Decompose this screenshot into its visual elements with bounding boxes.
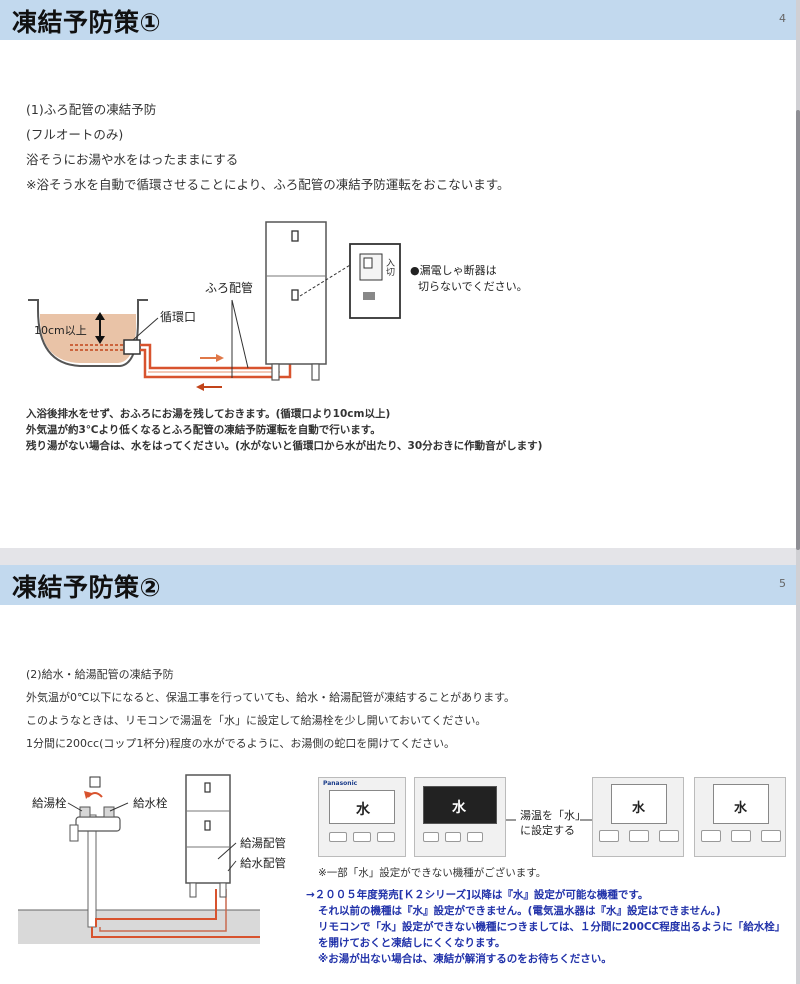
remote-button bbox=[353, 832, 371, 842]
blue-note: リモコンで「水」設定ができない機種につきましては、１分間に200CC程度出るよう… bbox=[318, 921, 786, 933]
remote-controller-image: 水 bbox=[694, 777, 786, 857]
bath-pipe-diagram bbox=[28, 221, 401, 391]
body-text: 浴そうにお湯や水をはったままにする bbox=[26, 152, 239, 167]
display-char: 水 bbox=[632, 801, 646, 816]
section-heading: (2)給水・給湯配管の凍結予防 bbox=[26, 668, 174, 681]
section-heading: (1)ふろ配管の凍結予防 bbox=[26, 102, 157, 117]
body-text: このようなときは、リモコンで湯温を「水」に設定して給湯栓を少し開いておいてくださ… bbox=[26, 714, 487, 727]
slide-page-2: 凍結予防策② 5 (2)給水・給湯配管の凍結予防 外気温が0℃以下になると、保温… bbox=[0, 565, 796, 984]
display-char: 水 bbox=[452, 800, 466, 816]
remote-button bbox=[659, 830, 679, 842]
cold-tap-label: 給水栓 bbox=[133, 796, 168, 810]
remote-display: 水 bbox=[329, 790, 395, 824]
remote-button bbox=[423, 832, 439, 842]
remote-button bbox=[329, 832, 347, 842]
remote-button bbox=[731, 830, 751, 842]
footnote: ※一部「水」設定ができない機種がございます。 bbox=[318, 867, 547, 879]
slide-header: 凍結予防策② 5 bbox=[0, 565, 796, 605]
breaker-note: 切らないでください。 bbox=[418, 280, 528, 293]
blue-note: それ以前の機種は『水』設定ができません。(電気温水器は『水』設定はできません。) bbox=[318, 905, 721, 917]
remote-button bbox=[701, 830, 721, 842]
cold-pipe-label: 給水配管 bbox=[240, 856, 286, 870]
remote-button bbox=[599, 830, 619, 842]
scrollbar-thumb[interactable] bbox=[796, 110, 800, 550]
slide-header: 凍結予防策① 4 bbox=[0, 0, 796, 40]
callout-text: に設定する bbox=[520, 824, 575, 837]
water-pipe-diagram bbox=[18, 774, 600, 944]
display-char: 水 bbox=[356, 802, 370, 818]
body-text: (フルオートのみ) bbox=[26, 127, 124, 142]
page-title: 凍結予防策② bbox=[12, 573, 162, 602]
remote-button bbox=[629, 830, 649, 842]
slide-page-1: 凍結予防策① 4 (1)ふろ配管の凍結予防 (フルオートのみ) 浴そうにお湯や水… bbox=[0, 0, 796, 548]
remote-button bbox=[445, 832, 461, 842]
remote-display: 水 bbox=[713, 784, 769, 824]
blue-note: →２００５年度発売[Ｋ２シリーズ]以降は『水』設定が可能な機種です。 bbox=[306, 889, 649, 901]
body-text: 外気温が0℃以下になると、保温工事を行っていても、給水・給湯配管が凍結することが… bbox=[26, 691, 516, 704]
breaker-switch-text: 入切 bbox=[384, 258, 394, 276]
remote-button bbox=[761, 830, 781, 842]
remote-button bbox=[377, 832, 395, 842]
remote-button bbox=[467, 832, 483, 842]
hot-tap-label: 給湯栓 bbox=[32, 796, 67, 810]
page-number: 5 bbox=[779, 577, 786, 590]
port-label: 循環口 bbox=[160, 310, 197, 324]
blue-note: を開けておくと凍結しにくくなります。 bbox=[318, 937, 506, 949]
note-text: 入浴後排水をせず、おふろにお湯を残しておきます。(循環口より10cm以上) bbox=[26, 408, 391, 420]
page-number: 4 bbox=[779, 12, 786, 25]
callout-text: 湯温を「水」 bbox=[520, 809, 586, 822]
remote-controller-image: 水 bbox=[414, 777, 506, 857]
body-text: 1分間に200cc(コップ1杯分)程度の水がでるように、お湯側の蛇口を開けてくだ… bbox=[26, 737, 456, 750]
display-char: 水 bbox=[734, 801, 748, 816]
blue-note: ※お湯が出ない場合は、凍結が解消するのをお待ちください。 bbox=[318, 953, 612, 965]
hot-pipe-label: 給湯配管 bbox=[240, 836, 286, 850]
pipe-label: ふろ配管 bbox=[205, 281, 254, 295]
page-title: 凍結予防策① bbox=[12, 8, 162, 37]
remote-display: 水 bbox=[611, 784, 667, 824]
remote-display: 水 bbox=[423, 786, 497, 824]
note-text: 残り湯がない場合は、水をはってください。(水がないと循環口から水が出たり、30分… bbox=[26, 440, 543, 452]
brand-logo: Panasonic bbox=[323, 780, 358, 787]
remote-controller-image: Panasonic 水 bbox=[318, 777, 406, 857]
remote-controller-image: 水 bbox=[592, 777, 684, 857]
breaker-note: ●漏電しゃ断器は bbox=[410, 264, 497, 277]
level-label: 10cm以上 bbox=[34, 324, 87, 337]
note-text: 外気温が約3℃より低くなるとふろ配管の凍結予防運転を自動で行います。 bbox=[26, 424, 381, 436]
body-text: ※浴そう水を自動で循環させることにより、ふろ配管の凍結予防運転をおこないます。 bbox=[26, 177, 510, 192]
